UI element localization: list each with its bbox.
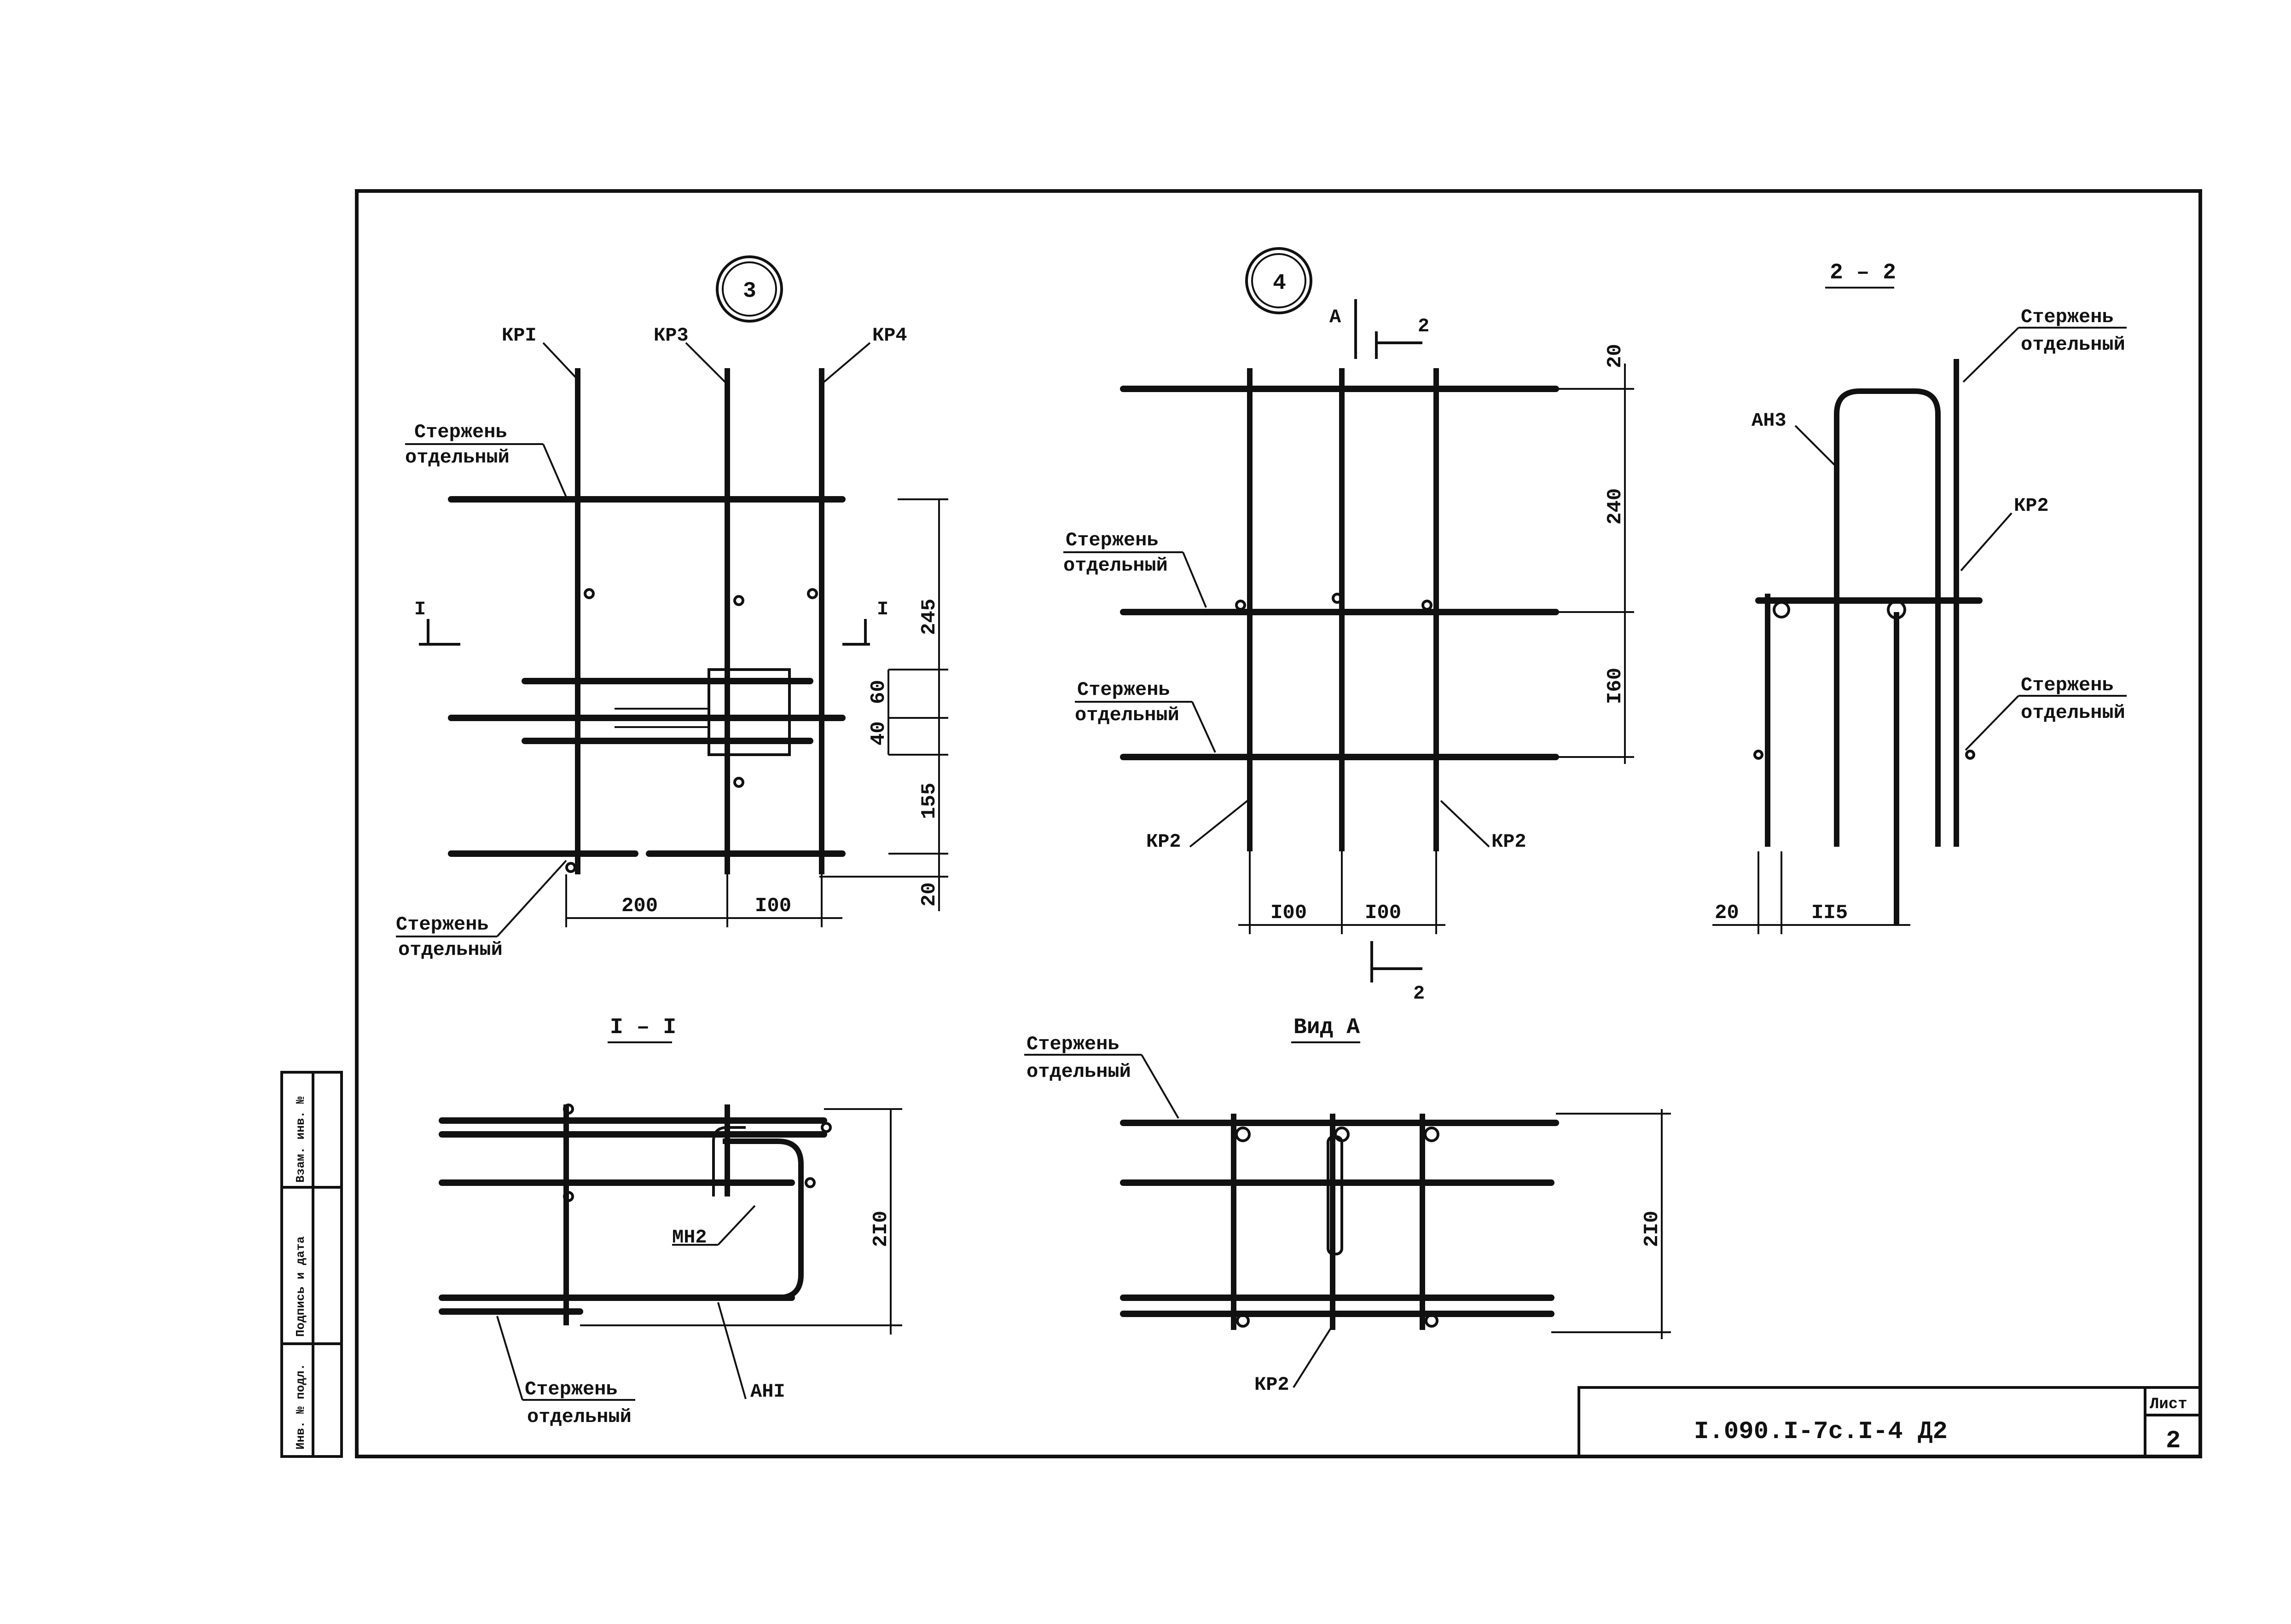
view-2-2-an3: АН3 [1752,410,1786,432]
view-a-rod-1: Стержень [1027,1033,1119,1055]
view-4-dim-240: 240 [1604,488,1627,525]
view-2-2-dim-115: II5 [1811,902,1848,925]
view-4-rod-low-2: отдельный [1075,704,1179,726]
view-3-dim-100: I00 [755,895,791,918]
title-block: I.090.I-7c.I-4 Д2 Лист 2 [1578,1386,2202,1458]
sheet-frame [355,189,2202,1458]
view-4-kp2-left: КР2 [1146,831,1181,853]
view-i-i-rod-1: Стержень [525,1378,618,1400]
view-3-kp3: КР3 [654,324,689,347]
view-2-2-kp2: КР2 [2014,495,2049,517]
view-4-dim-100-left: I00 [1270,902,1307,925]
view-2-2: 2 – 2 Стержень отдельный АН3 КР2 Стержен… [1712,260,2127,934]
view-4-arrow-a: А [1329,306,1341,328]
view-4-dim-100-right: I00 [1365,902,1401,925]
view-2-2-rod-mid-1: Стержень [2021,674,2114,696]
view-3-dim-60: 60 [867,680,890,704]
view-3-dim-155: 155 [918,783,941,819]
view-3-dim-245: 245 [918,599,941,635]
view-3: 3 КРI КР3 КР4 Стержень отдельный Стер [396,255,948,961]
view-2-2-rod-top-2: отдельный [2021,334,2125,356]
side-stamp: Инв. № подл. Подпись и дата Взам. инв. № [280,1071,343,1458]
view-i-i-dim: 2I0 [870,1211,893,1247]
view-3-rod-top-1: Стержень [414,421,507,443]
view-4-dim-160: I60 [1604,668,1627,704]
view-3-marker: 3 [743,279,756,304]
drawing-code: I.090.I-7c.I-4 Д2 [1694,1418,1948,1446]
view-3-section-left: I [414,598,426,620]
view-i-i-title: I – I [610,1015,676,1040]
side-stamp-2: Подпись и дата [294,1237,307,1337]
view-4-rod-low-1: Стержень [1077,679,1170,701]
view-2-2-title: 2 – 2 [1830,260,1896,285]
view-3-rod-top-2: отдельный [405,446,510,468]
view-2-2-rod-mid-2: отдельный [2021,702,2125,724]
view-4-kp2-right: КР2 [1491,831,1526,853]
view-i-i-rod-2: отдельный [527,1406,632,1428]
view-4-rod-mid-1: Стержень [1066,529,1159,551]
view-a: Вид А Стержень отдельный КР2 2I0 [1024,1015,1671,1396]
view-4-section-2-bottom: 2 [1413,982,1425,1005]
view-2-2-dim-20: 20 [1715,902,1739,925]
view-a-title: Вид А [1293,1015,1360,1040]
view-3-rod-bottom-1: Стержень [396,913,489,936]
view-4-dim-20: 20 [1604,344,1627,368]
view-3-kp1: КРI [502,324,537,347]
view-4: 4 А 2 Стержень отдельный Стержень отдель… [1063,247,1634,1005]
view-4-marker: 4 [1273,271,1286,296]
side-stamp-3: Взам. инв. № [294,1096,307,1183]
sheet-label: Лист [2150,1396,2187,1413]
view-4-section-2-top: 2 [1418,315,1429,337]
view-a-kp2: КР2 [1254,1374,1289,1396]
view-3-dim-200: 200 [621,895,658,918]
view-3-section-right: I [877,598,888,620]
view-a-dim: 2I0 [1641,1211,1664,1247]
view-3-rod-bottom-2: отдельный [398,939,503,961]
view-4-rod-mid-2: отдельный [1063,555,1168,577]
view-i-i: I – I МН2 АНI Стержень отдельный 2I0 [439,1015,902,1428]
sheet-number: 2 [2166,1427,2181,1455]
view-2-2-rod-top-1: Стержень [2021,306,2114,328]
view-i-i-an1: АНI [750,1381,785,1403]
side-stamp-1: Инв. № подл. [294,1364,307,1450]
view-a-rod-2: отдельный [1027,1061,1131,1083]
view-3-dim-20: 20 [918,882,941,907]
view-3-kp4: КР4 [872,324,907,347]
view-3-dim-40: 40 [867,721,890,746]
